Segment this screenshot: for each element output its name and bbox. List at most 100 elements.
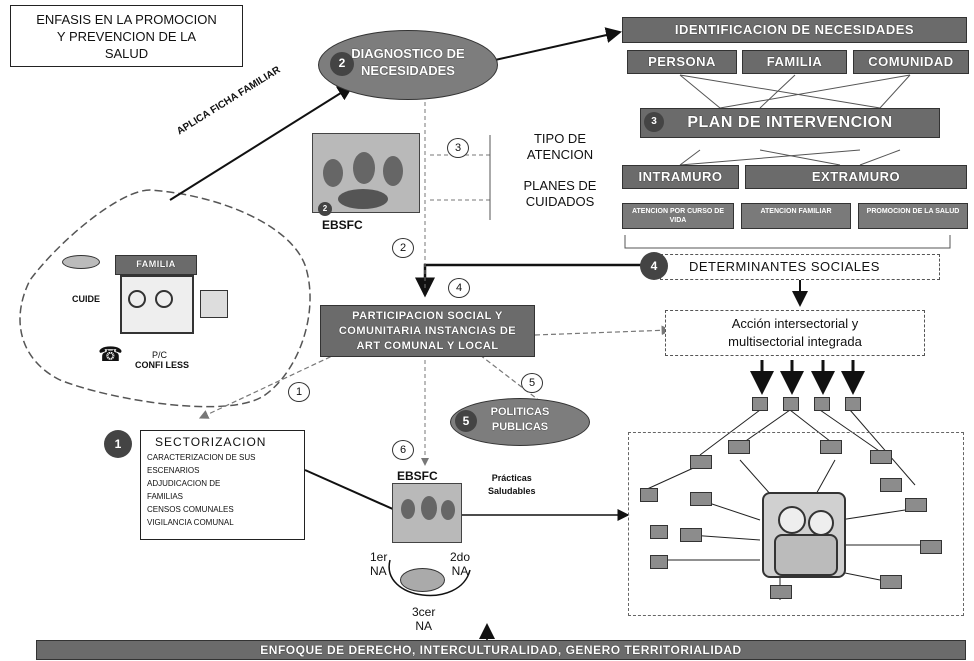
familia-house-roof: FAMILIA — [115, 255, 197, 275]
network-node — [690, 455, 712, 469]
diagnostico-line-2: NECESIDADES — [361, 63, 455, 78]
ebsfc-team-photo-bottom — [392, 483, 462, 543]
network-node — [870, 450, 892, 464]
plan-sub-promocion: PROMOCION DE LA SALUD — [858, 203, 968, 229]
nivel-1-line-1: 1er — [370, 550, 388, 564]
plan-sub-curso-vida: ATENCION POR CURSO DE VIDA — [622, 203, 734, 229]
politicas-line-2: PUBLICAS — [491, 421, 549, 433]
network-node — [650, 525, 668, 539]
politicas-number-badge: 5 — [455, 410, 477, 432]
identificacion-banner: IDENTIFICACION DE NECESIDADES — [622, 17, 967, 43]
header-title-line-3: SALUD — [104, 46, 149, 61]
confi-less-label: CONFI LESS — [135, 360, 190, 370]
sectorizacion-box: SECTORIZACION CARACTERIZACION DE SUS ESC… — [140, 430, 305, 540]
identificacion-persona: PERSONA — [627, 50, 737, 74]
participacion-box: PARTICIPACION SOCIAL Y COMUNITARIA INSTA… — [320, 305, 535, 357]
phone-icon: ☎ — [98, 344, 123, 366]
sectorizacion-title: SECTORIZACION — [155, 435, 267, 449]
plan-intramuro: INTRAMURO — [622, 165, 739, 189]
sectorizacion-item-3: ADJUDICACION DE — [147, 479, 221, 488]
nivel-3-label: 3cer NA — [412, 605, 435, 633]
diagnostico-line-1: DIAGNOSTICO DE — [351, 46, 465, 61]
practicas-line-1: Prácticas — [491, 473, 532, 483]
network-node — [880, 575, 902, 589]
step-5-circle: 5 — [521, 373, 543, 393]
identificacion-familia: FAMILIA — [742, 50, 847, 74]
accion-line-1: Acción intersectorial y — [731, 316, 859, 331]
diagnostico-number-badge: 2 — [330, 52, 354, 76]
nivel-2-line-1: 2do — [450, 550, 471, 564]
familia-left-node — [62, 255, 100, 269]
network-node — [680, 528, 702, 542]
practicas-label: Prácticas Saludables — [488, 472, 536, 498]
network-node-top-1 — [752, 397, 768, 411]
network-node-top-3 — [814, 397, 830, 411]
ebsfc-top-badge: 2 — [318, 202, 332, 216]
determinantes-box: DETERMINANTES SOCIALES — [660, 254, 940, 280]
participacion-line-2: COMUNITARIA INSTANCIAS DE — [338, 325, 517, 337]
network-node — [920, 540, 942, 554]
nivel-2-line-2: NA — [451, 564, 469, 578]
ebsfc-bottom-label: EBSFC — [397, 469, 438, 483]
tipo-atencion-line-2: ATENCION — [526, 147, 594, 162]
familia-side-house — [200, 290, 228, 318]
sectorizacion-item-2: ESCENARIOS — [147, 466, 200, 475]
community-boundary — [19, 189, 311, 408]
network-node — [770, 585, 792, 599]
practicas-line-2: Saludables — [488, 486, 536, 496]
determinantes-number-badge: 4 — [640, 252, 668, 280]
identificacion-comunidad: COMUNIDAD — [853, 50, 969, 74]
plan-number-badge: 3 — [644, 112, 664, 132]
step-4-circle: 4 — [448, 278, 470, 298]
familia-person-2 — [155, 290, 173, 308]
family-center-body — [774, 534, 838, 576]
planes-cuidados-line-2: CUIDADOS — [525, 194, 595, 209]
network-node — [728, 440, 750, 454]
determinantes-label: DETERMINANTES SOCIALES — [689, 259, 880, 274]
participacion-line-3: ART COMUNAL Y LOCAL — [356, 340, 499, 352]
network-panel — [628, 432, 964, 616]
network-node — [650, 555, 668, 569]
cuide-label: CUIDE — [72, 294, 101, 304]
sectorizacion-item-4: FAMILIAS — [147, 492, 184, 501]
tipo-atencion-line-1: TIPO DE — [533, 131, 586, 146]
planes-cuidados-line-1: PLANES DE — [523, 178, 597, 193]
plan-extramuro: EXTRAMURO — [745, 165, 967, 189]
plan-intervencion-banner: PLAN DE INTERVENCION — [640, 108, 940, 138]
step-2-circle: 2 — [392, 238, 414, 258]
ebsfc-top-label: EBSFC — [322, 218, 363, 232]
planes-cuidados-label: PLANES DE CUIDADOS — [505, 178, 615, 210]
accion-box: Acción intersectorial y multisectorial i… — [665, 310, 925, 356]
footer-banner: ENFOQUE DE DERECHO, INTERCULTURALIDAD, G… — [36, 640, 966, 660]
family-center-person-2 — [808, 510, 834, 536]
sectorizacion-item-6: VIGILANCIA COMUNAL — [147, 518, 234, 527]
nivel-1-line-2: NA — [370, 564, 387, 578]
nivel-3-line-1: 3cer — [412, 605, 436, 619]
nivel-3-line-2: NA — [415, 619, 432, 633]
politicas-line-1: POLITICAS — [490, 406, 550, 418]
family-center-illustration — [762, 492, 846, 578]
network-node — [880, 478, 902, 492]
header-title-box: ENFASIS EN LA PROMOCION Y PREVENCION DE … — [10, 5, 243, 67]
network-node-top-2 — [783, 397, 799, 411]
network-node-top-4 — [845, 397, 861, 411]
network-node — [820, 440, 842, 454]
step-6-circle: 6 — [392, 440, 414, 460]
familia-person-1 — [128, 290, 146, 308]
sectorizacion-item-5: CENSOS COMUNALES — [147, 505, 234, 514]
tipo-atencion-label: TIPO DE ATENCION — [510, 131, 610, 163]
header-title-line-2: Y PREVENCION DE LA — [56, 29, 197, 44]
family-center-person-1 — [778, 506, 806, 534]
network-node — [640, 488, 658, 502]
nivel-2-label: 2do NA — [450, 550, 470, 578]
step-1-circle: 1 — [288, 382, 310, 402]
plan-sub-familiar: ATENCION FAMILIAR — [741, 203, 851, 229]
participacion-line-1: PARTICIPACION SOCIAL Y — [352, 310, 503, 322]
sectorizacion-number-badge: 1 — [104, 430, 132, 458]
sectorizacion-item-1: CARACTERIZACION DE SUS — [147, 453, 256, 462]
network-node — [905, 498, 927, 512]
network-node — [690, 492, 712, 506]
nivel-center-ellipse — [400, 568, 445, 592]
nivel-1-label: 1er NA — [370, 550, 387, 578]
